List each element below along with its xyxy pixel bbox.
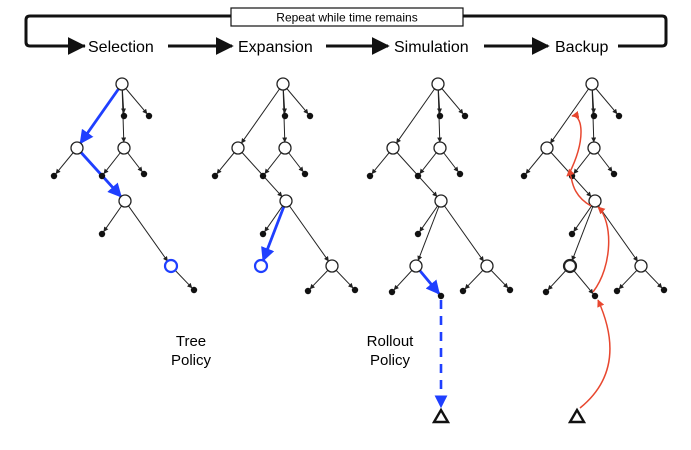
tree4-edge-root-a: [550, 83, 593, 144]
tree2-node-a: [231, 141, 245, 155]
tree4-leaf-eR: [660, 286, 668, 294]
tree-policy-annotation: Tree Policy: [171, 333, 212, 369]
tree3-node-b: [433, 141, 447, 155]
tree1-leaf-aL: [50, 172, 58, 180]
simulation-terminal-triangle: [431, 407, 451, 424]
tree4-node-root: [585, 77, 599, 91]
tree4-leaf-c3: [615, 112, 623, 120]
backup-terminal-triangle: [567, 407, 587, 424]
tree2-edge-d-e: [285, 200, 329, 262]
tree2-leaf-c3: [306, 112, 314, 120]
phase-row: Selection Expansion Simulation Backup: [60, 37, 608, 56]
tree2-leaf-aL: [211, 172, 219, 180]
tree3-node-e: [480, 259, 494, 273]
tree1-leaf-c3: [145, 112, 153, 120]
tree3-leaf-dL: [414, 230, 422, 238]
tree1-edge-root-a: [79, 83, 124, 145]
tree4-node-e: [634, 259, 648, 273]
tree1-leaf-c2: [120, 112, 128, 120]
tree1-node-a: [70, 141, 84, 155]
backup-arrow-2: [592, 206, 610, 293]
phase-backup-label: Backup: [555, 39, 608, 56]
tree3-node-a: [386, 141, 400, 155]
tree2-node-b: [278, 141, 292, 155]
tree3-node-root: [431, 77, 445, 91]
tree4-leaf-fR: [591, 292, 599, 300]
tree3-leaf-c3: [461, 112, 469, 120]
tree1-node-d: [118, 194, 132, 208]
tree3-leaf-fR: [437, 292, 445, 300]
tree1-leaf-eR: [190, 286, 198, 294]
tree4-leaf-eL: [613, 287, 621, 295]
tree1-node-b: [117, 141, 131, 155]
tree1-leaf-bL: [98, 172, 106, 180]
loop-label: Repeat while time remains: [276, 11, 417, 25]
tree2-leaf-eL: [304, 287, 312, 295]
tree4-leaf-fL: [542, 288, 550, 296]
tree2-edge-a-d: [237, 147, 283, 197]
tree2-leaf-c2: [281, 112, 289, 120]
tree2-node-d: [279, 194, 293, 208]
backup-arrow-4: [568, 111, 582, 175]
tree-policy-line2: Policy: [171, 352, 212, 369]
rollout-policy-annotation: Rollout Policy: [367, 333, 415, 369]
tree2-leaf-bR: [301, 170, 309, 178]
tree4-node-d: [588, 194, 602, 208]
trees: [50, 77, 668, 424]
backup-arrow-3: [566, 168, 592, 207]
tree1-leaf-dL: [98, 230, 106, 238]
tree4-edge-a-d: [546, 147, 592, 197]
tree2-edge-root-a: [241, 83, 284, 144]
tree2-edge-d-f: [261, 200, 288, 262]
tree3-leaf-eL: [459, 287, 467, 295]
tree1-edge-a-d: [75, 147, 123, 198]
tree2-node-f: [253, 258, 269, 274]
tree1-edge-d-e: [124, 200, 168, 262]
tree3-edge-root-a: [396, 83, 439, 144]
tree3-leaf-c2: [436, 112, 444, 120]
phase-selection-label: Selection: [88, 39, 154, 56]
tree1-node-e: [163, 258, 179, 274]
tree1-leaf-bR: [140, 170, 148, 178]
tree3-edge-d-f: [417, 200, 442, 261]
tree2-leaf-eR: [351, 286, 359, 294]
tree3-leaf-bL: [414, 172, 422, 180]
tree3-leaf-fL: [388, 288, 396, 296]
tree3-leaf-bR: [456, 170, 464, 178]
tree2-node-e: [325, 259, 339, 273]
tree4-edge-d-f: [571, 200, 596, 261]
tree2-node-root: [276, 77, 290, 91]
tree2-leaf-dL: [259, 230, 267, 238]
phase-expansion-label: Expansion: [238, 39, 313, 56]
tree3-leaf-aL: [366, 172, 374, 180]
loop-label-box: [230, 7, 464, 27]
tree3-edge-d-e: [440, 200, 484, 262]
rollout-policy-line1: Rollout: [367, 333, 415, 350]
tree4-node-f: [562, 258, 578, 274]
tree3-node-f: [409, 259, 423, 273]
tree4-node-b: [587, 141, 601, 155]
repeat-loop: Repeat while time remains: [24, 7, 668, 48]
tree2-leaf-bL: [259, 172, 267, 180]
tree3-node-d: [434, 194, 448, 208]
tree1-node-root: [115, 77, 129, 91]
tree4-leaf-aL: [520, 172, 528, 180]
tree3-edge-a-d: [392, 147, 438, 197]
tree4-leaf-c2: [590, 112, 598, 120]
rollout-policy-line2: Policy: [370, 352, 411, 369]
tree4-leaf-dL: [568, 230, 576, 238]
tree4-node-a: [540, 141, 554, 155]
backup-arrow-1: [579, 299, 611, 409]
tree3-leaf-eR: [506, 286, 514, 294]
tree4-leaf-bR: [610, 170, 618, 178]
tree-policy-line1: Tree: [176, 333, 206, 350]
phase-simulation-label: Simulation: [394, 39, 469, 56]
